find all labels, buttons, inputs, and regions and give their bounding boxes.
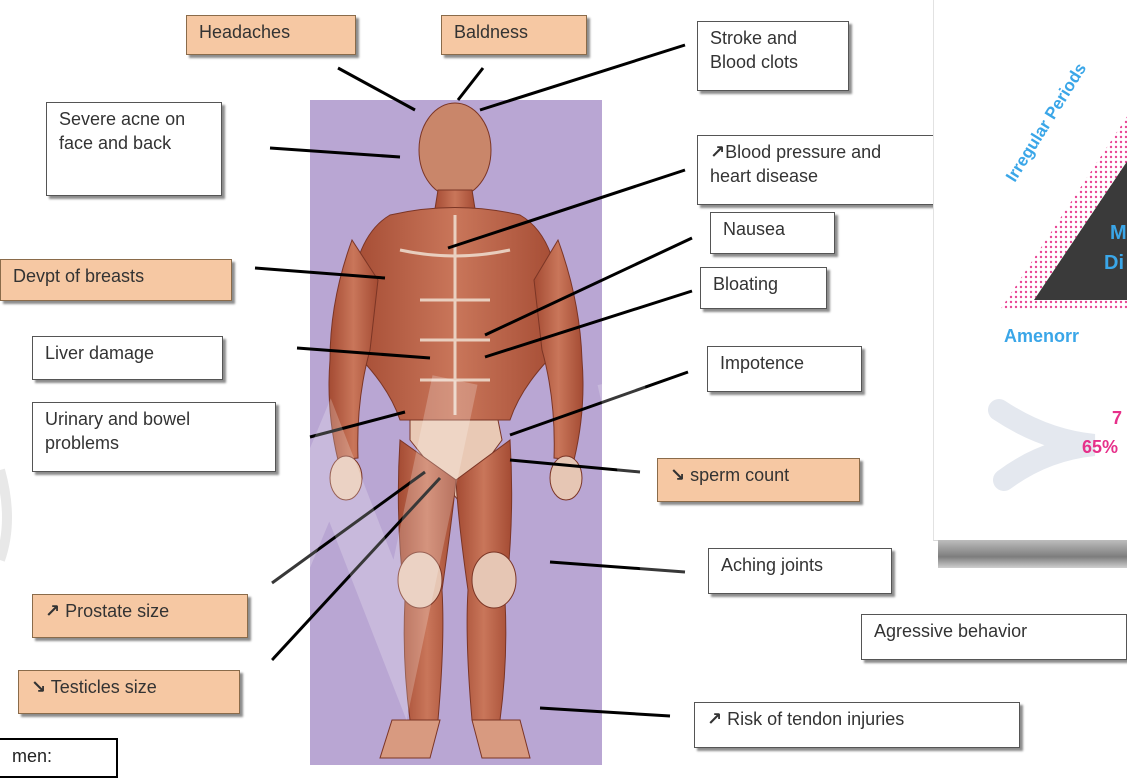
- label-sperm-count: ↘ sperm count: [657, 458, 860, 502]
- down-arrow-icon: ↘: [670, 465, 685, 485]
- gray-strip: [938, 540, 1127, 568]
- stat-b: 65%: [1082, 437, 1118, 458]
- watermark-left-fragment: [0, 470, 7, 560]
- up-arrow-icon: ↗: [45, 601, 60, 621]
- label-nausea: Nausea: [710, 212, 835, 254]
- label-aching-joints: Aching joints: [708, 548, 892, 594]
- label-stroke: Stroke and Blood clots: [697, 21, 849, 91]
- triangle-letter-di: Di: [1104, 252, 1124, 275]
- watermark-swirl: [999, 410, 1094, 480]
- label-bloating: Bloating: [700, 267, 827, 309]
- label-testicles: ↘ Testicles size: [18, 670, 240, 714]
- label-urinary: Urinary and bowel problems: [32, 402, 276, 472]
- label-prostate: ↗ Prostate size: [32, 594, 248, 638]
- stat-a: 7: [1112, 408, 1122, 429]
- label-baldness: Baldness: [441, 15, 587, 55]
- label-impotence: Impotence: [707, 346, 862, 392]
- down-arrow-icon: ↘: [31, 677, 46, 697]
- label-aggressive: Agressive behavior: [861, 614, 1127, 660]
- bottom-partial-box: men:: [0, 738, 118, 778]
- label-breasts: Devpt of breasts: [0, 259, 232, 301]
- label-headaches: Headaches: [186, 15, 356, 55]
- triangle-letter-m: M: [1110, 222, 1127, 245]
- label-liver: Liver damage: [32, 336, 223, 380]
- right-info-card: Irregular Periods M Di Amenorr 7 65%: [933, 0, 1127, 541]
- label-acne: Severe acne on face and back: [46, 102, 222, 196]
- watermark: [200, 380, 830, 640]
- up-arrow-icon: ↗: [710, 142, 725, 162]
- amenorrhea-partial: Amenorr: [1004, 326, 1079, 347]
- label-blood-pressure: ↗Blood pressure and heart disease: [697, 135, 940, 205]
- up-arrow-icon: ↗: [707, 709, 722, 729]
- right-card-graphic: [934, 0, 1127, 540]
- label-tendon: ↗ Risk of tendon injuries: [694, 702, 1020, 748]
